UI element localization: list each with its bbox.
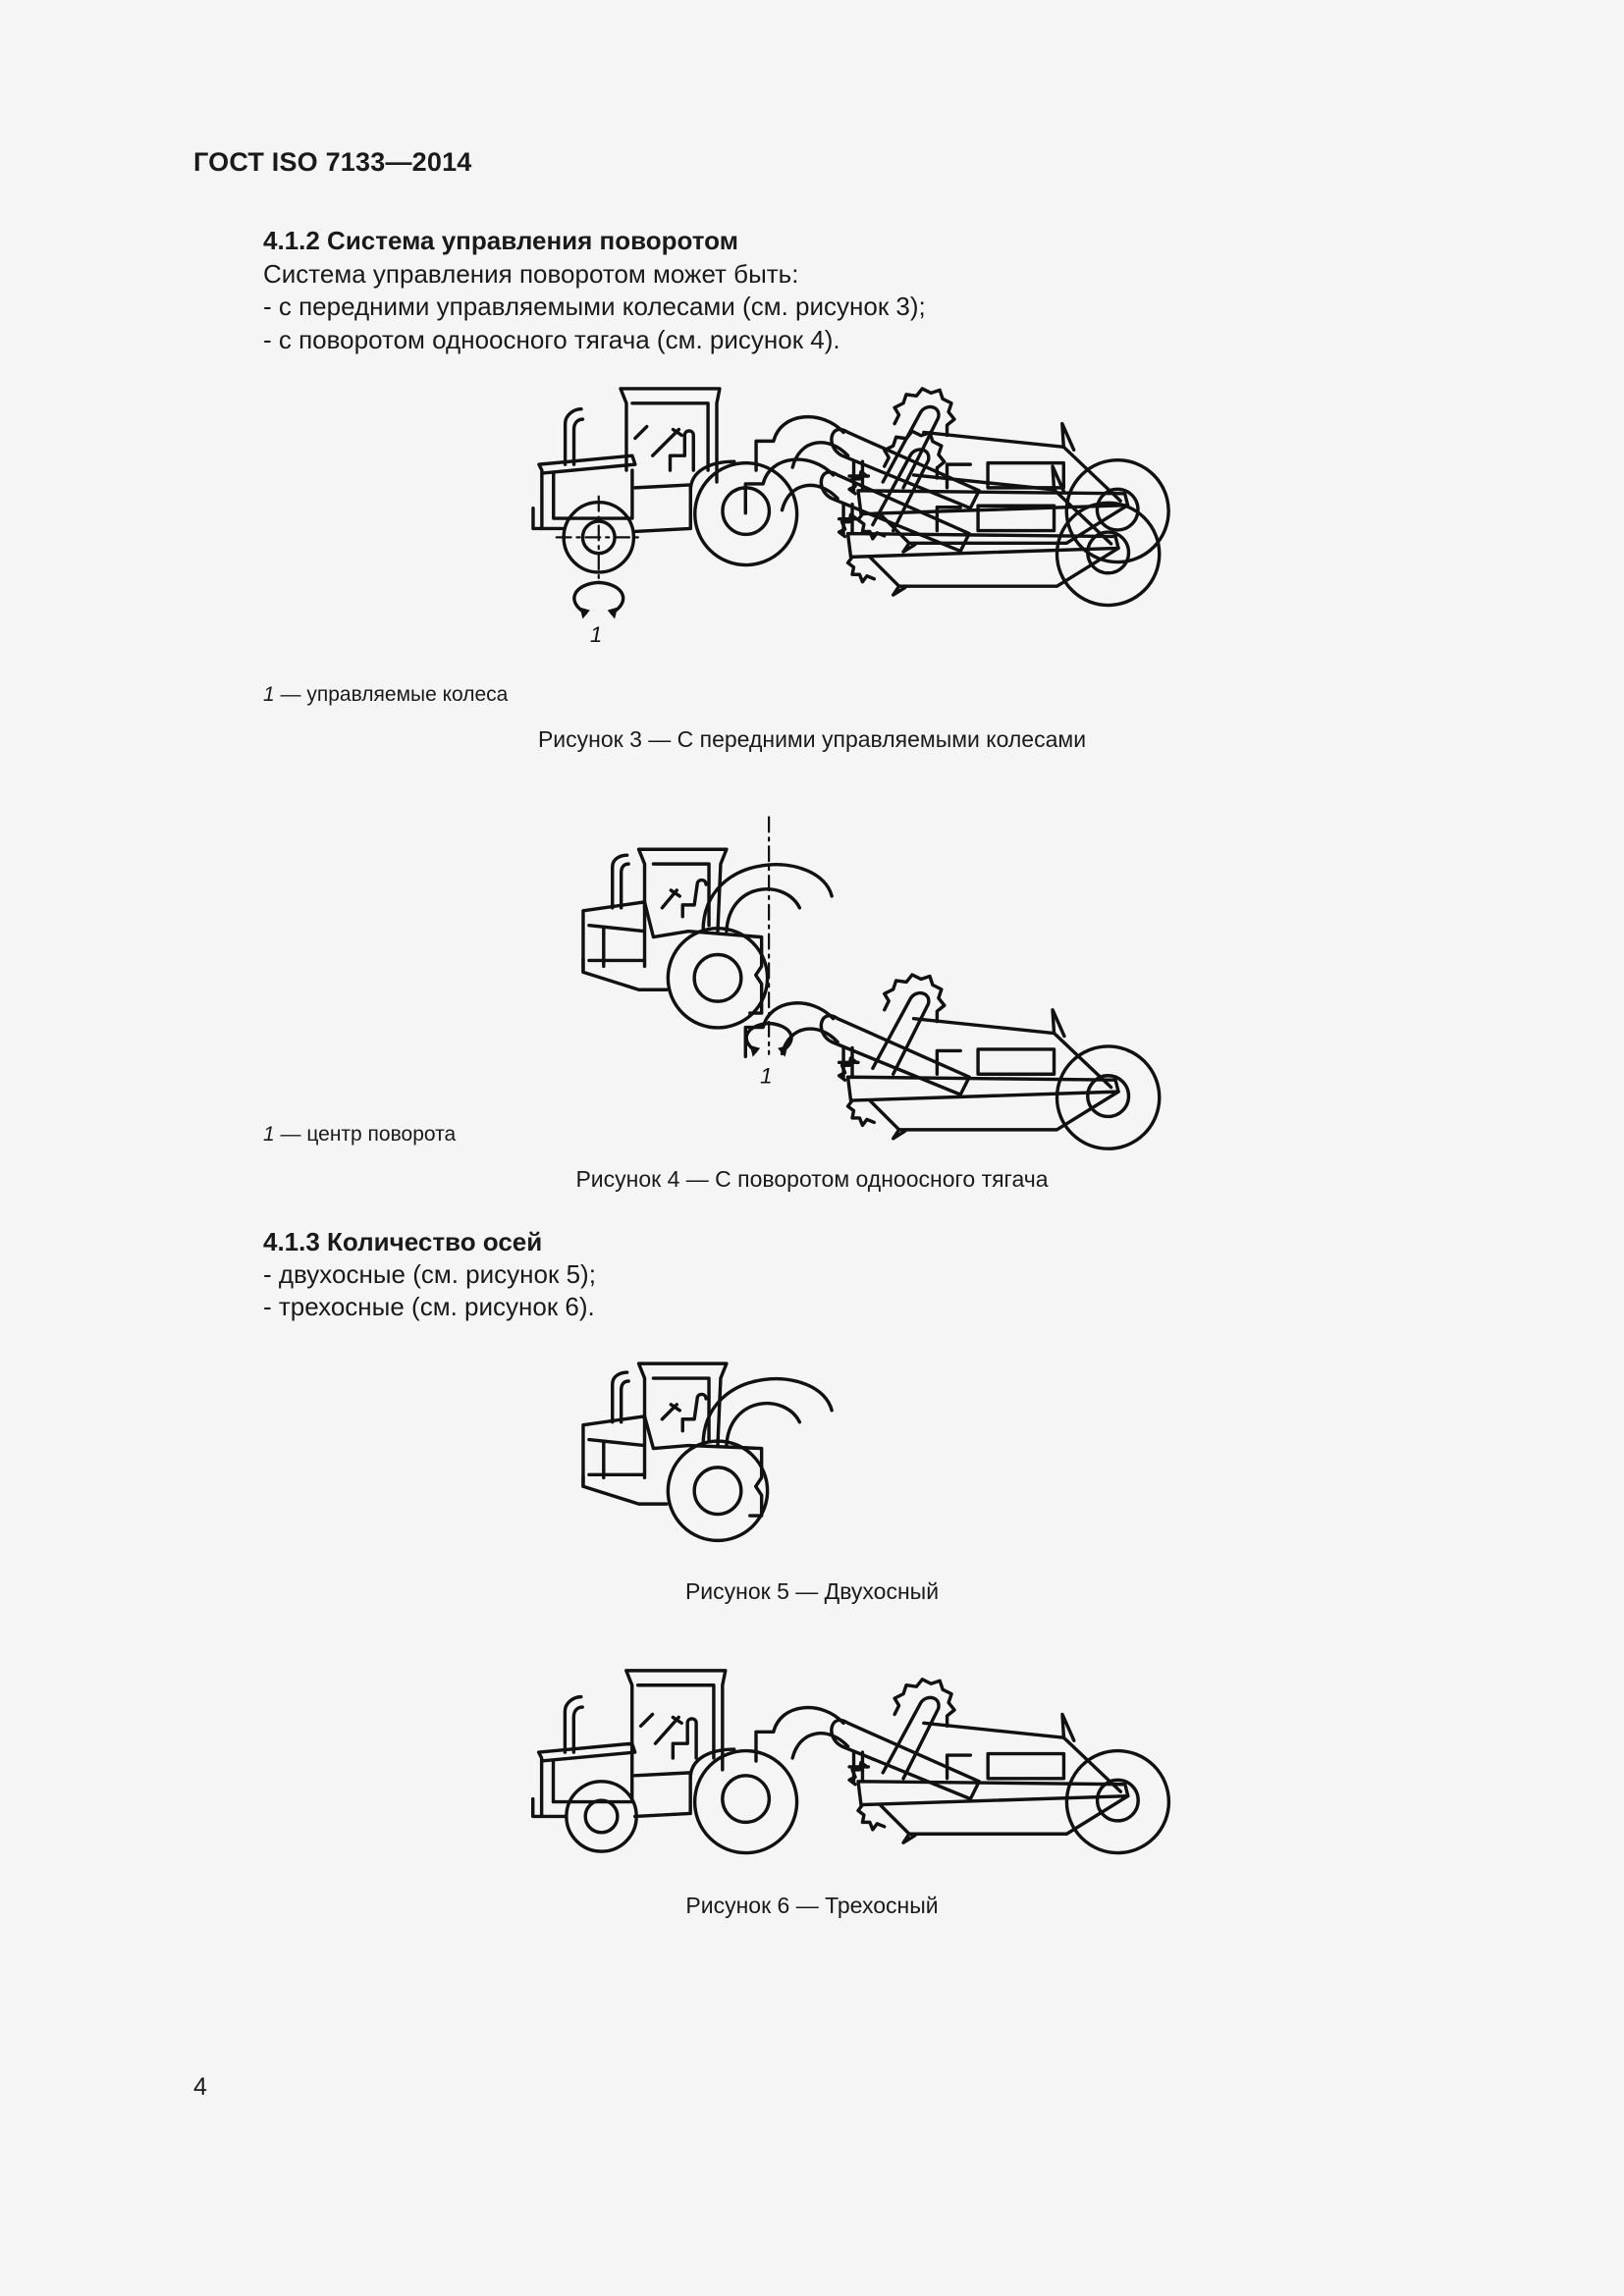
document-code: ГОСТ ISO 7133—2014 xyxy=(193,147,472,177)
figure-4-caption: Рисунок 4 — С поворотом одноосного тягач… xyxy=(575,1166,1049,1192)
figure-4-legend: 1 — центр поворота xyxy=(263,1123,456,1147)
figure-3-caption: Рисунок 3 — С передними управляемыми кол… xyxy=(537,726,1087,752)
legend-text: — центр поворота xyxy=(274,1123,457,1146)
figure-6-caption: Рисунок 6 — Трехосный xyxy=(685,1893,939,1918)
page-number: 4 xyxy=(193,2073,207,2101)
list-item: - двухосные (см. рисунок 5); xyxy=(263,1259,596,1289)
list-item: - трехосные (см. рисунок 6). xyxy=(263,1292,595,1321)
figure-4-marker: 1 xyxy=(760,1064,772,1089)
figure-5-caption: Рисунок 5 — Двухосный xyxy=(684,1578,940,1604)
figure-5-scraper-two-axle xyxy=(581,973,1162,1543)
legend-number: 1 xyxy=(263,683,275,706)
list-item: - с поворотом одноосного тягача (см. рис… xyxy=(263,325,840,354)
legend-number: 1 xyxy=(263,1123,275,1146)
paragraph-intro: Система управления поворотом может быть: xyxy=(263,259,799,289)
figure-3-marker: 1 xyxy=(590,622,602,647)
figure-6-scraper-three-axle xyxy=(531,1669,1171,1855)
figure-3-legend: 1 — управляемые колеса xyxy=(263,683,508,707)
section-heading-4-1-2: 4.1.2 Система управления поворотом xyxy=(263,226,738,255)
figure-3-scraper-front-steered-wheels: 1 xyxy=(531,387,1170,647)
legend-text: — управляемые колеса xyxy=(274,683,509,706)
list-item: - с передними управляемыми колесами (см.… xyxy=(263,292,926,321)
section-heading-4-1-3: 4.1.3 Количество осей xyxy=(263,1227,543,1256)
